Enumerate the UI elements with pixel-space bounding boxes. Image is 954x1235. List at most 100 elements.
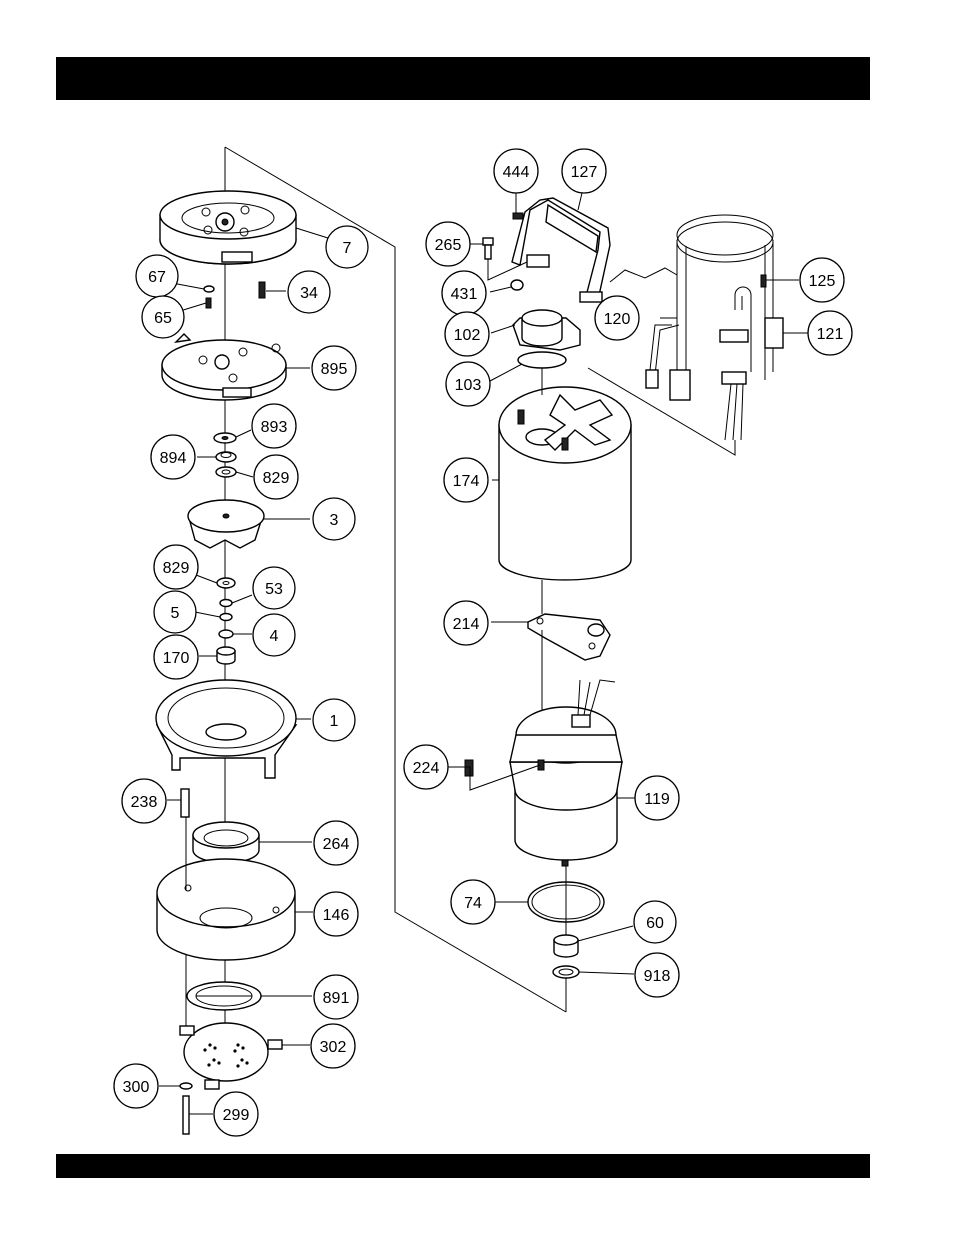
part-washer-screw-small bbox=[203, 285, 215, 309]
callout-5: 5 bbox=[153, 590, 197, 634]
callout-label: 67 bbox=[148, 269, 166, 286]
part-motor bbox=[509, 679, 623, 867]
part-strainer-ring bbox=[186, 981, 262, 1011]
part-washer-829-upper bbox=[215, 466, 237, 478]
part-power-cord bbox=[645, 214, 784, 441]
callout-label: 918 bbox=[644, 968, 671, 985]
part-strainer-plate bbox=[179, 1022, 283, 1090]
callout-label: 174 bbox=[453, 473, 480, 490]
callout-53: 53 bbox=[252, 566, 296, 610]
callout-125: 125 bbox=[799, 257, 845, 303]
callout-431: 431 bbox=[441, 270, 487, 316]
part-gasket-103 bbox=[517, 351, 567, 369]
callout-65: 65 bbox=[141, 295, 185, 339]
part-bolt-265 bbox=[482, 237, 494, 260]
callout-102: 102 bbox=[444, 311, 490, 357]
callout-label: 170 bbox=[163, 650, 190, 667]
callout-893: 893 bbox=[251, 403, 297, 449]
callout-299: 299 bbox=[213, 1091, 259, 1137]
part-ring-264 bbox=[192, 821, 260, 864]
part-screw-34 bbox=[258, 281, 266, 299]
callout-174: 174 bbox=[443, 457, 489, 503]
part-impeller bbox=[187, 499, 265, 549]
callout-label: 121 bbox=[817, 326, 844, 343]
part-motor-gasket bbox=[527, 613, 611, 661]
callout-label: 7 bbox=[343, 240, 352, 257]
part-screw-444 bbox=[512, 212, 524, 220]
leader-lines bbox=[159, 192, 808, 1115]
callout-label: 214 bbox=[453, 616, 480, 633]
part-top-cover bbox=[159, 190, 297, 265]
callout-label: 120 bbox=[604, 311, 631, 328]
callout-label: 299 bbox=[223, 1107, 250, 1124]
part-nut-431 bbox=[510, 279, 524, 291]
part-bolt-299 bbox=[179, 1082, 193, 1135]
callout-121: 121 bbox=[807, 310, 853, 356]
part-cover-plate bbox=[161, 333, 287, 401]
callout-67: 67 bbox=[135, 254, 179, 298]
callout-label: 3 bbox=[330, 512, 339, 529]
callout-label: 5 bbox=[171, 605, 180, 622]
callout-214: 214 bbox=[443, 600, 489, 646]
callout-label: 1 bbox=[330, 713, 339, 730]
callout-label: 4 bbox=[270, 628, 279, 645]
callout-label: 893 bbox=[261, 419, 288, 436]
part-motor-housing bbox=[498, 386, 632, 581]
callout-label: 238 bbox=[131, 794, 158, 811]
callout-60: 60 bbox=[633, 900, 677, 944]
callout-label: 103 bbox=[455, 377, 482, 394]
callout-label: 224 bbox=[413, 760, 440, 777]
callout-918: 918 bbox=[634, 952, 680, 998]
callout-label: 125 bbox=[809, 273, 836, 290]
callout-label: 65 bbox=[154, 310, 172, 327]
callout-894: 894 bbox=[150, 434, 196, 480]
part-seal bbox=[553, 934, 579, 958]
callout-label: 829 bbox=[263, 470, 290, 487]
callout-265: 265 bbox=[425, 221, 471, 267]
callout-3: 3 bbox=[312, 497, 356, 541]
callout-302: 302 bbox=[310, 1023, 356, 1069]
callout-label: 74 bbox=[464, 895, 482, 912]
callout-127: 127 bbox=[561, 148, 607, 194]
callout-74: 74 bbox=[450, 879, 496, 925]
part-retaining-ring bbox=[552, 965, 580, 979]
callout-119: 119 bbox=[634, 775, 680, 821]
callout-label: 102 bbox=[454, 327, 481, 344]
callout-label: 119 bbox=[644, 791, 670, 808]
part-base-146 bbox=[156, 858, 296, 961]
callout-444: 444 bbox=[493, 148, 539, 194]
callout-300: 300 bbox=[113, 1063, 159, 1109]
part-bearing-894 bbox=[215, 451, 237, 463]
callout-label: 444 bbox=[503, 164, 530, 181]
callout-103: 103 bbox=[445, 361, 491, 407]
callout-238: 238 bbox=[121, 778, 167, 824]
callout-829-upper: 829 bbox=[253, 454, 299, 500]
callout-label: 146 bbox=[323, 907, 350, 924]
header-bar bbox=[56, 57, 870, 100]
callout-label: 300 bbox=[123, 1079, 150, 1096]
callout-120: 120 bbox=[594, 295, 640, 341]
callout-label: 895 bbox=[321, 361, 348, 378]
callout-label: 894 bbox=[160, 450, 187, 467]
callout-224: 224 bbox=[403, 744, 449, 790]
callout-895: 895 bbox=[311, 345, 357, 391]
part-screw-224 bbox=[464, 759, 474, 777]
part-shaft-stack bbox=[216, 577, 236, 665]
callout-label: 265 bbox=[435, 237, 462, 254]
callout-label: 829 bbox=[163, 560, 190, 577]
footer-bar bbox=[56, 1154, 870, 1178]
callout-label: 60 bbox=[646, 915, 664, 932]
part-washer-893 bbox=[213, 432, 237, 444]
callout-label: 127 bbox=[571, 164, 598, 181]
callout-label: 53 bbox=[265, 581, 283, 598]
callout-146: 146 bbox=[313, 891, 359, 937]
callout-4: 4 bbox=[252, 613, 296, 657]
part-pump-casing bbox=[155, 679, 298, 779]
callout-829-lower: 829 bbox=[153, 544, 199, 590]
callout-170: 170 bbox=[153, 634, 199, 680]
part-pin-238 bbox=[180, 788, 190, 818]
callout-264: 264 bbox=[313, 820, 359, 866]
callout-7: 7 bbox=[325, 225, 369, 269]
callout-34: 34 bbox=[287, 270, 331, 314]
